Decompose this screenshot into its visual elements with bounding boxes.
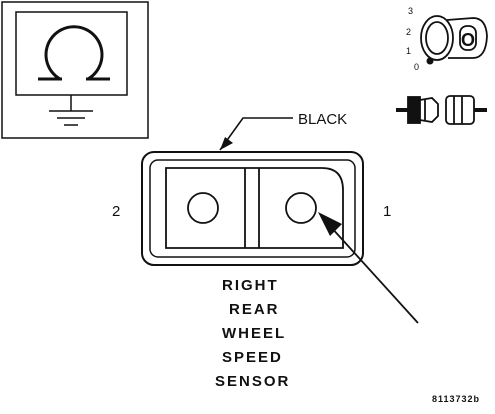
ignition-switch-icon: 3 2 1 0 O [406, 6, 488, 72]
pin-pointer-arrowhead [318, 212, 342, 236]
figure-code: 8113732b [432, 394, 480, 404]
pin-pointer-line [329, 225, 419, 324]
ignition-position-0: 0 [414, 62, 419, 72]
callout-arrowhead [220, 137, 233, 150]
pin-2-cavity [187, 192, 219, 224]
ignition-key-label: O [461, 30, 475, 50]
title-line-right: RIGHT [222, 277, 279, 294]
title-line-speed: SPEED [222, 349, 283, 366]
connector-body [141, 151, 364, 266]
ignition-position-3: 3 [408, 6, 413, 16]
pin-label-right: 1 [383, 203, 391, 220]
wheel-speed-sensor-symbol-icon [1, 1, 149, 139]
pin-label-left: 2 [112, 203, 120, 220]
title-line-rear: REAR [229, 301, 280, 318]
connector-disconnect-icon [396, 95, 487, 125]
title-line-wheel: WHEEL [222, 325, 286, 342]
wire-color-label: BLACK [298, 111, 347, 128]
wire-color-callout [219, 117, 293, 151]
ignition-position-1: 1 [406, 46, 411, 56]
title-line-sensor: SENSOR [215, 373, 290, 390]
ignition-position-2: 2 [406, 27, 411, 37]
pin-1-cavity [285, 192, 317, 224]
